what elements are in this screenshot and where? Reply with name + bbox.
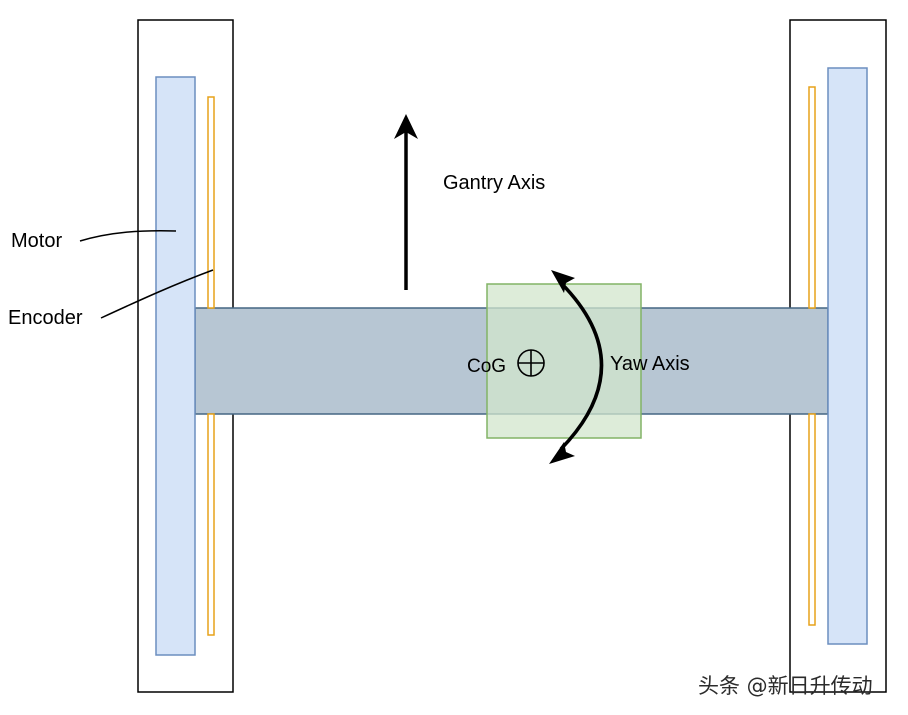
yaw-axis-label: Yaw Axis <box>610 353 690 375</box>
motor-leader-line <box>79 230 177 242</box>
yaw-axis-arrowhead-top <box>551 270 575 293</box>
left-encoder-strip <box>207 96 215 309</box>
encoder-leader-line <box>100 269 214 319</box>
gantry-axis-label: Gantry Axis <box>443 172 545 194</box>
yaw-axis-arrow <box>559 281 604 451</box>
left-motor <box>155 76 196 656</box>
yaw-axis-arrowhead-bottom <box>549 442 575 464</box>
gantry-axis-arrowhead <box>394 114 418 139</box>
right-motor <box>827 67 868 645</box>
left-encoder-strip <box>207 413 215 636</box>
encoder-label: Encoder <box>8 307 83 329</box>
right-encoder-strip <box>808 413 816 626</box>
right-encoder-strip <box>808 86 816 309</box>
watermark: 头条 @新日升传动 <box>698 674 873 698</box>
cog-label: CoG <box>467 356 506 377</box>
carriage <box>486 283 642 439</box>
motor-label: Motor <box>11 230 62 252</box>
